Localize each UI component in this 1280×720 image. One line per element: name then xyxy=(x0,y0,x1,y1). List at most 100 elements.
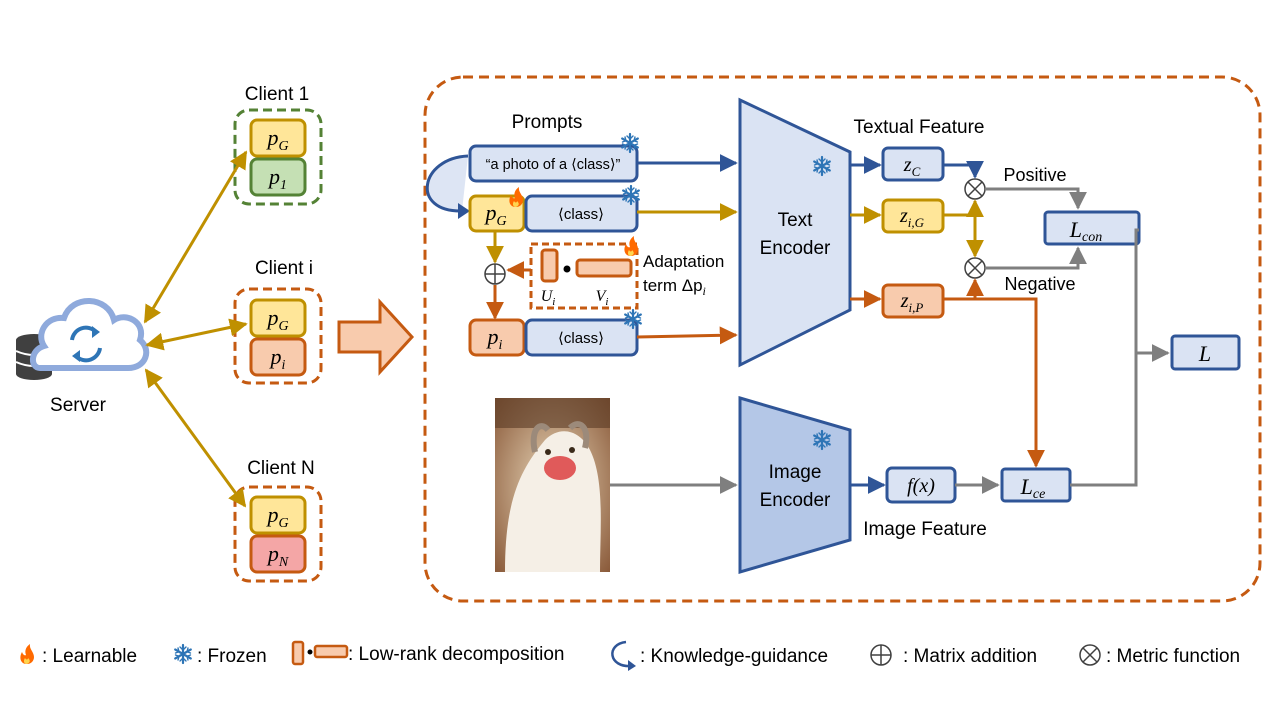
class-token-box-2 xyxy=(524,318,639,357)
class-token-1: ⟨class⟩ xyxy=(558,206,604,223)
z-ig: z xyxy=(899,205,908,227)
client-i-global-sub: G xyxy=(278,319,288,334)
learnable-icon xyxy=(509,187,523,207)
client-1-local-sub: 1 xyxy=(280,178,287,193)
legend-knowledge: : Knowledge-guidance xyxy=(640,646,828,667)
l-ce-sub: ce xyxy=(1033,487,1045,502)
client-n-local-prompt xyxy=(249,534,307,574)
legend-low-rank: : Low-rank decomposition xyxy=(348,644,565,665)
legend-learnable: : Learnable xyxy=(42,646,137,667)
client-i-title: Client i xyxy=(255,258,313,279)
legend-matrix-add: : Matrix addition xyxy=(903,646,1037,667)
frozen-icon xyxy=(621,132,639,154)
legend: : Learnable : Frozen : Low-rank decompos… xyxy=(20,640,1240,671)
prompts-title: Prompts xyxy=(512,112,583,133)
adaptation-label-1: Adaptation xyxy=(643,252,724,271)
svg-text:zi,P: zi,P xyxy=(900,290,924,315)
svg-text:Lcon: Lcon xyxy=(1069,217,1102,245)
text-encoder xyxy=(738,97,852,368)
f-x: f(x) xyxy=(907,475,935,497)
textual-feature-title: Textual Feature xyxy=(854,117,985,138)
image-feature-title: Image Feature xyxy=(863,519,987,540)
z-ip: z xyxy=(900,290,909,312)
svg-text:pG: pG xyxy=(265,125,288,154)
negative-label: Negative xyxy=(1004,274,1075,294)
z-ip-sub: i,P xyxy=(908,300,923,315)
adaptation-sub: i xyxy=(703,284,706,298)
client-n-local-sub: N xyxy=(278,555,289,570)
u-matrix xyxy=(540,248,559,283)
svg-text:pi: pi xyxy=(269,344,286,373)
l-total-box xyxy=(1170,334,1241,371)
global-prompt-box xyxy=(468,194,526,233)
frozen-icon xyxy=(174,643,192,665)
client-1-global-p: p xyxy=(265,125,278,150)
z-c-sub: C xyxy=(912,164,921,179)
detail-panel xyxy=(423,75,1262,603)
input-image xyxy=(495,398,610,572)
l-total: L xyxy=(1198,341,1211,366)
client-i-local-p: p xyxy=(269,344,282,369)
class-token-2: ⟨class⟩ xyxy=(558,330,604,347)
svg-text:pG: pG xyxy=(265,305,288,334)
client-n-global-p: p xyxy=(265,502,278,527)
template-prompt-text: “a photo of a ⟨class⟩” xyxy=(486,157,621,173)
matrix-addition-node xyxy=(484,263,506,285)
svg-text:zC: zC xyxy=(903,154,921,179)
low-rank-icon xyxy=(291,640,349,666)
text-encoder-line1: Text xyxy=(778,210,814,231)
svg-text:pG: pG xyxy=(483,200,506,229)
matrix-addition-icon xyxy=(870,644,892,666)
v-label: V xyxy=(596,288,608,305)
knowledge-guidance-arrow xyxy=(425,154,469,213)
positive-label: Positive xyxy=(1003,165,1066,185)
client-1-global-prompt xyxy=(249,118,307,158)
svg-text:term Δpi: term Δpi xyxy=(643,276,706,298)
svg-text:Ui: Ui xyxy=(541,288,556,308)
v-matrix xyxy=(575,258,633,278)
svg-text:zi,G: zi,G xyxy=(899,205,925,230)
u-sub: i xyxy=(552,296,555,308)
image-encoder-line1: Image xyxy=(769,462,822,483)
client-1-global-sub: G xyxy=(278,139,288,154)
client-1-local-prompt xyxy=(249,157,307,197)
l-con-sub: con xyxy=(1082,230,1102,245)
z-ip-box xyxy=(881,283,945,319)
client-1-card: Client 1 pG p1 xyxy=(233,84,323,206)
communication-arrows xyxy=(143,150,248,508)
client-n-global-prompt xyxy=(249,495,307,535)
cloud-icon xyxy=(30,298,150,371)
client-i-global-p: p xyxy=(265,305,278,330)
z-ig-sub: i,G xyxy=(908,215,925,230)
metric-function-icon xyxy=(1079,644,1101,666)
client-i-local-prompt xyxy=(249,337,307,377)
learnable-icon xyxy=(624,236,638,256)
adaptation-label-2: term Δp xyxy=(643,276,703,295)
personalized-prompt-box xyxy=(468,318,526,357)
client-n-card: Client N pG pN xyxy=(233,458,323,583)
client-i-local-sub: i xyxy=(282,358,286,373)
l-ce: L xyxy=(1020,474,1033,499)
svg-text:Lce: Lce xyxy=(1020,474,1046,502)
image-encoder xyxy=(738,396,852,574)
client-i-card: Client i pG pi xyxy=(233,258,323,385)
legend-metric: : Metric function xyxy=(1106,646,1240,667)
server-group: Server xyxy=(15,298,150,416)
z-c: z xyxy=(903,154,912,176)
client-n-global-sub: G xyxy=(278,516,288,531)
learnable-icon xyxy=(20,644,34,664)
client-n-local-p: p xyxy=(266,541,279,566)
metric-node-positive xyxy=(964,178,986,200)
v-sub: i xyxy=(605,296,608,308)
image-encoder-line2: Encoder xyxy=(760,490,831,511)
expand-arrow xyxy=(337,298,415,376)
svg-text:pi: pi xyxy=(486,324,503,353)
svg-text:Vi: Vi xyxy=(596,288,609,308)
knowledge-guidance-icon xyxy=(611,640,636,671)
svg-text:pN: pN xyxy=(266,541,289,570)
server-label: Server xyxy=(50,395,107,416)
svg-text:p1: p1 xyxy=(267,164,287,193)
svg-text:pG: pG xyxy=(265,502,288,531)
l-con-box xyxy=(1043,210,1141,246)
